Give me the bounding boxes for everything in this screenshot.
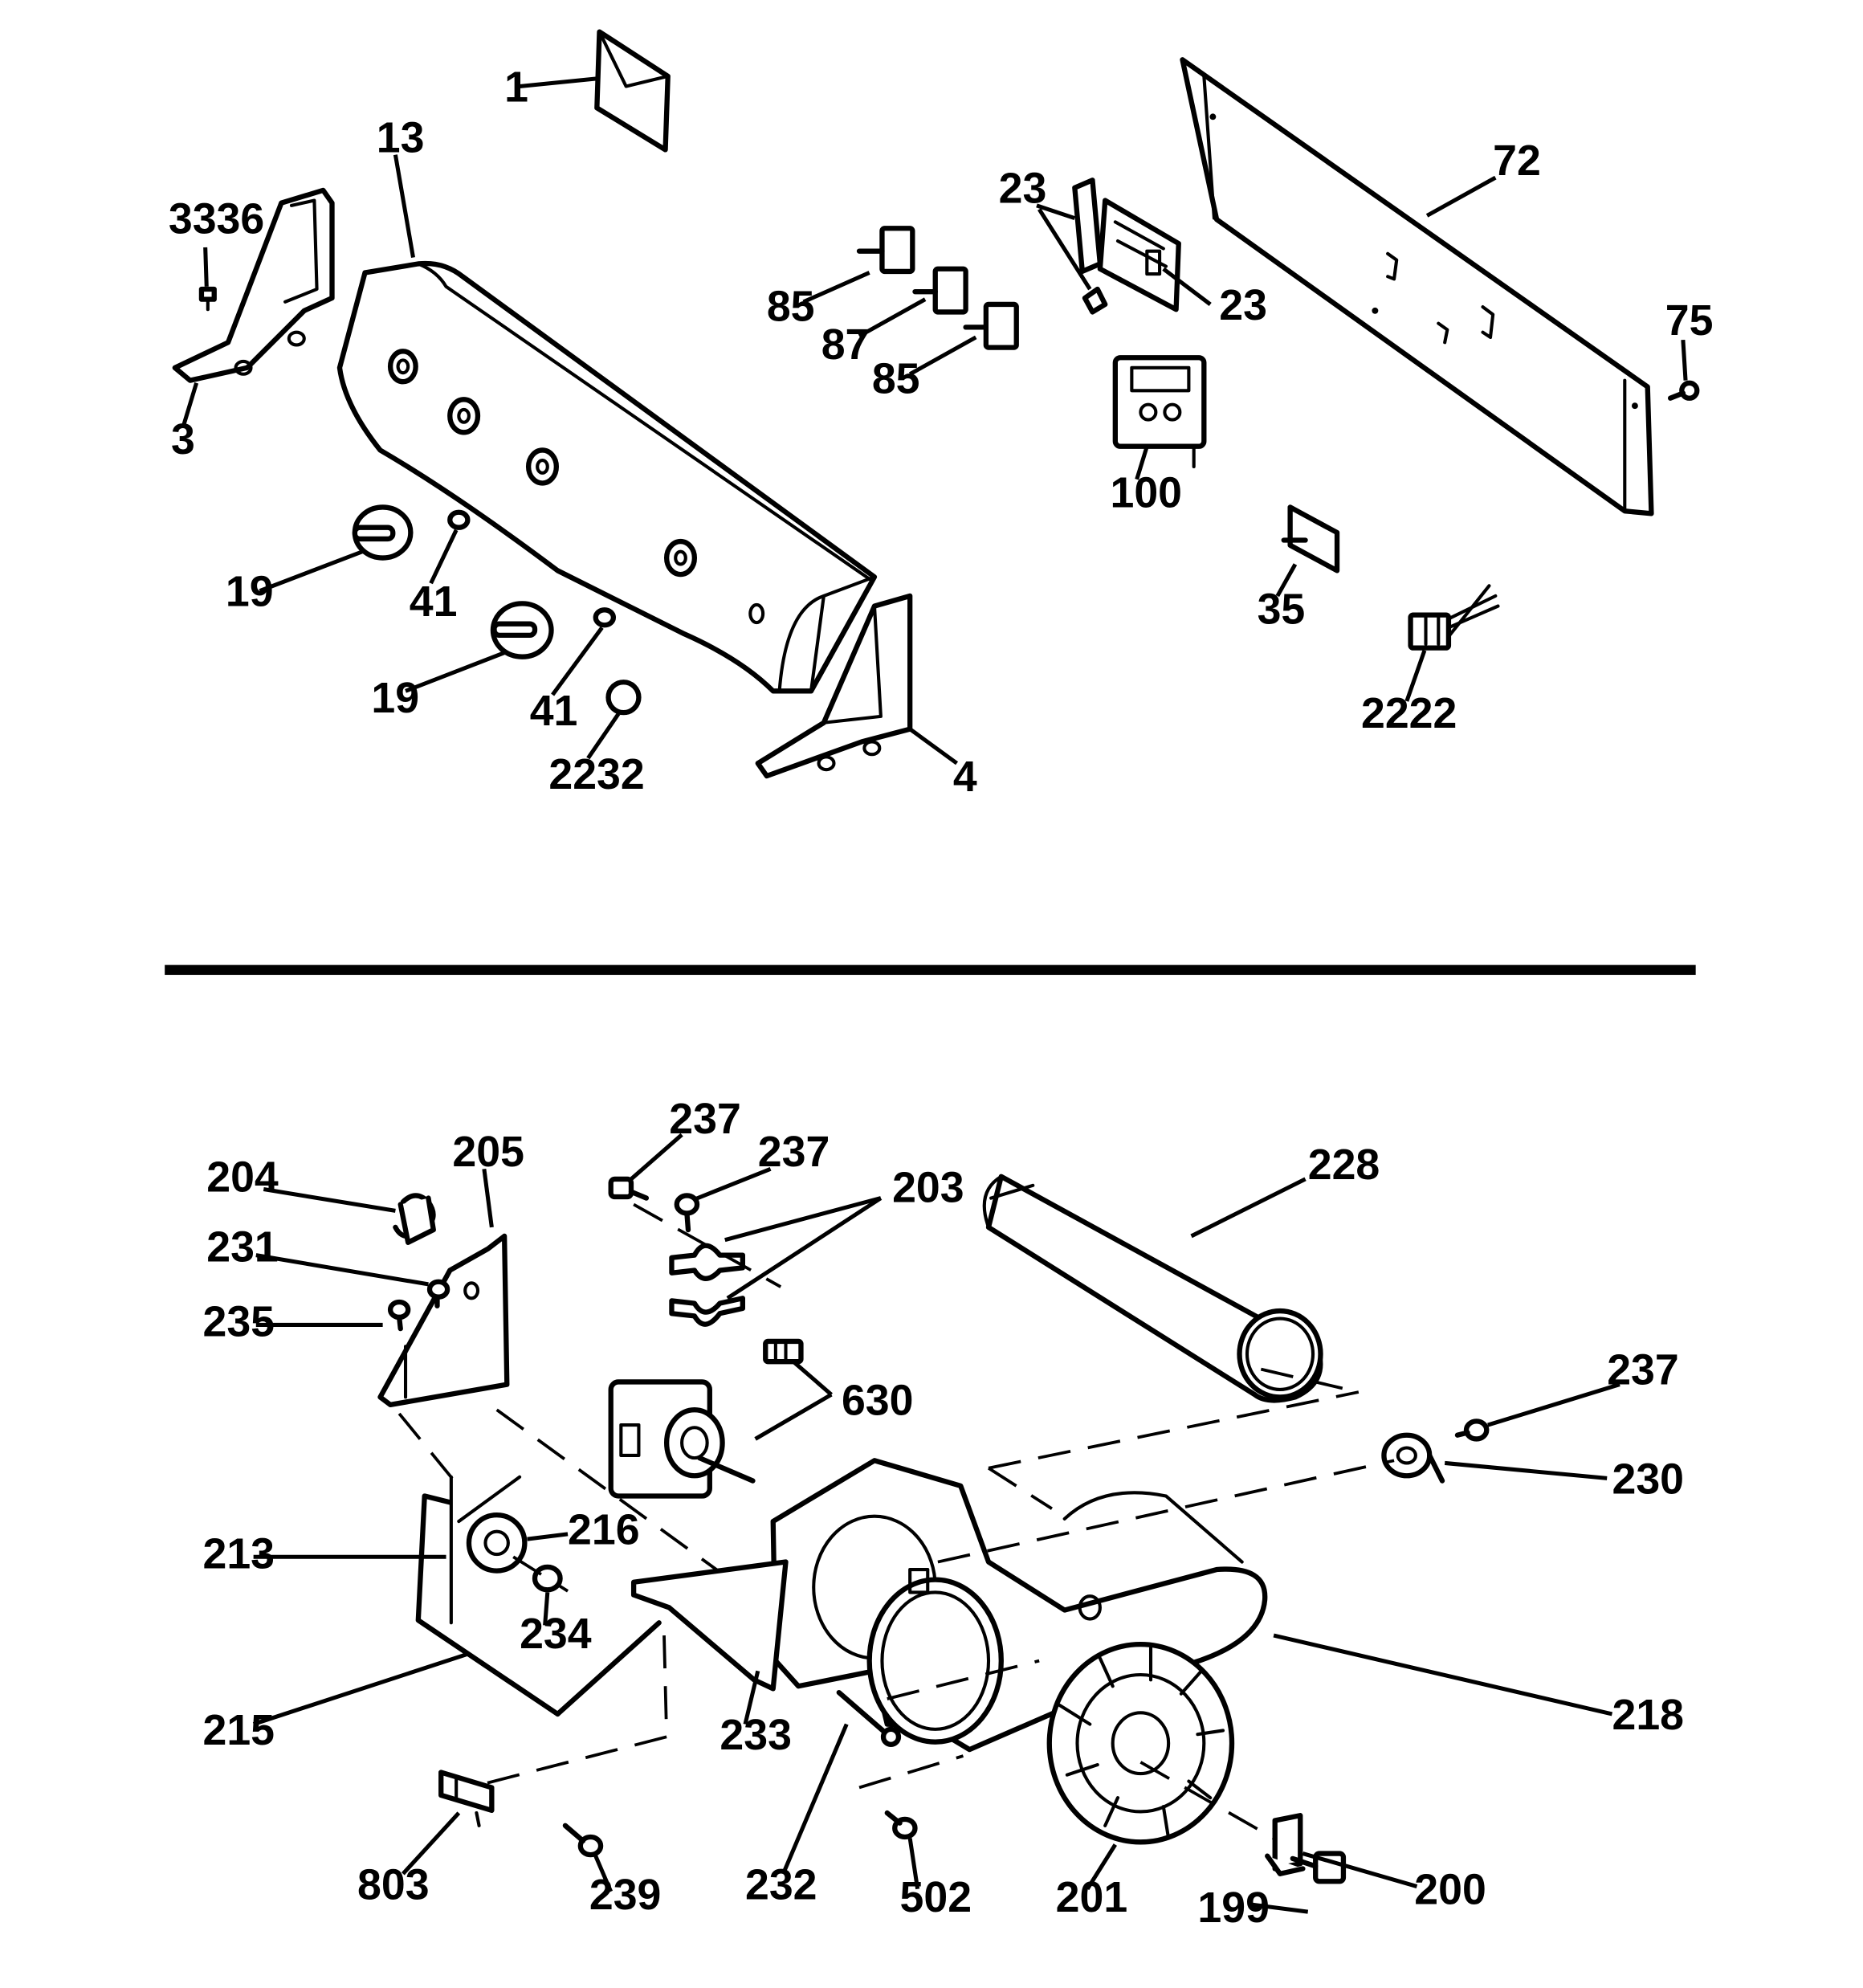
part-502-screw <box>884 1810 918 1840</box>
label-75: 75 <box>1665 296 1714 345</box>
part-237-screw-a <box>608 1176 650 1201</box>
part-41-button-lower <box>593 607 617 628</box>
label-200: 200 <box>1414 1866 1486 1914</box>
label-213: 213 <box>203 1529 275 1578</box>
label-87: 87 <box>821 320 870 369</box>
part-1-envelope <box>594 29 671 153</box>
part-3-left-end-cap <box>172 187 335 383</box>
part-203-clamp-upper <box>669 1243 745 1281</box>
label-2222: 2222 <box>1361 689 1457 737</box>
label-13: 13 <box>377 114 425 162</box>
label-233: 233 <box>720 1711 792 1759</box>
label-231: 231 <box>206 1223 278 1272</box>
part-3336-screw <box>198 286 217 312</box>
label-204: 204 <box>206 1153 279 1202</box>
part-100-timer <box>1112 355 1207 469</box>
part-235-screw <box>387 1299 411 1332</box>
label-205: 205 <box>452 1128 524 1176</box>
label-237-a: 237 <box>669 1095 740 1143</box>
part-201-blower-wheel <box>1046 1641 1235 1845</box>
label-237-c: 237 <box>1607 1346 1679 1394</box>
label-803: 803 <box>357 1860 430 1908</box>
label-234: 234 <box>520 1610 592 1658</box>
label-199: 199 <box>1197 1884 1270 1932</box>
dashed-alignment-lines <box>397 1202 1395 1840</box>
label-3: 3 <box>171 415 195 463</box>
label-72: 72 <box>1493 137 1541 185</box>
top-leader-lines <box>181 76 1688 765</box>
part-203-clamp-lower <box>669 1296 745 1327</box>
label-203: 203 <box>892 1163 964 1211</box>
label-239: 239 <box>589 1871 662 1919</box>
part-23-board <box>1072 178 1181 315</box>
part-803-switch <box>438 1770 495 1827</box>
label-237-b: 237 <box>758 1128 830 1176</box>
part-2222-connector <box>1408 584 1500 651</box>
part-87-switch <box>912 266 968 315</box>
part-230-thermostat <box>1381 1432 1445 1484</box>
label-41-lower: 41 <box>530 687 578 735</box>
label-3336: 3336 <box>169 195 264 243</box>
label-201: 201 <box>1056 1873 1128 1921</box>
part-630-motor <box>608 1379 756 1499</box>
part-85-switch-lower <box>963 301 1019 350</box>
part-13-backsplash <box>336 260 878 694</box>
label-23-upper: 23 <box>999 165 1047 213</box>
part-200-clip <box>1265 1813 1306 1876</box>
label-1: 1 <box>504 63 528 111</box>
part-237-screw-c <box>1454 1419 1490 1442</box>
label-85-lower: 85 <box>872 354 920 402</box>
label-35: 35 <box>1258 586 1306 634</box>
label-502: 502 <box>900 1873 972 1921</box>
part-237-screw-b <box>674 1193 700 1233</box>
part-72-panel <box>1180 57 1654 516</box>
part-35-switch <box>1281 504 1340 574</box>
label-41-upper: 41 <box>410 578 458 626</box>
part-215-rod <box>555 1620 662 1717</box>
label-630: 630 <box>842 1376 914 1424</box>
part-232-pin <box>836 1689 902 1747</box>
label-4: 4 <box>953 753 977 801</box>
part-630-block <box>763 1338 804 1365</box>
label-100: 100 <box>1111 468 1183 516</box>
part-204-clip <box>393 1193 436 1245</box>
part-4-right-end-cap <box>755 593 913 779</box>
label-23-lower: 23 <box>1219 281 1267 329</box>
label-230: 230 <box>1612 1455 1685 1503</box>
label-216: 216 <box>568 1505 640 1553</box>
bottom-leader-lines <box>252 1133 1620 1914</box>
part-number-labels: 1 13 3336 3 19 41 19 41 2232 4 85 87 85 … <box>169 63 1714 1931</box>
label-218: 218 <box>1612 1691 1685 1739</box>
label-215: 215 <box>203 1706 275 1754</box>
part-2232-cap <box>605 680 642 716</box>
part-228-duct <box>982 1174 1323 1403</box>
part-19-knob-upper <box>352 504 414 561</box>
label-228: 228 <box>1308 1141 1380 1189</box>
label-85-upper: 85 <box>767 282 815 330</box>
label-19-lower: 19 <box>371 674 419 722</box>
part-234-bushing <box>532 1564 563 1593</box>
label-19-upper: 19 <box>226 568 274 616</box>
part-75-screw <box>1667 380 1700 401</box>
part-239-screw <box>562 1823 604 1858</box>
part-19-knob-lower <box>490 601 554 659</box>
part-205-bracket <box>377 1233 510 1408</box>
part-216-pulley <box>466 1512 528 1574</box>
label-232: 232 <box>745 1860 817 1908</box>
label-2232: 2232 <box>548 750 644 798</box>
part-213-idler-arm <box>415 1475 561 1717</box>
part-85-switch-upper <box>856 226 915 275</box>
label-235: 235 <box>203 1298 275 1346</box>
part-41-button-upper <box>447 509 471 530</box>
part-231-screw <box>426 1279 450 1308</box>
